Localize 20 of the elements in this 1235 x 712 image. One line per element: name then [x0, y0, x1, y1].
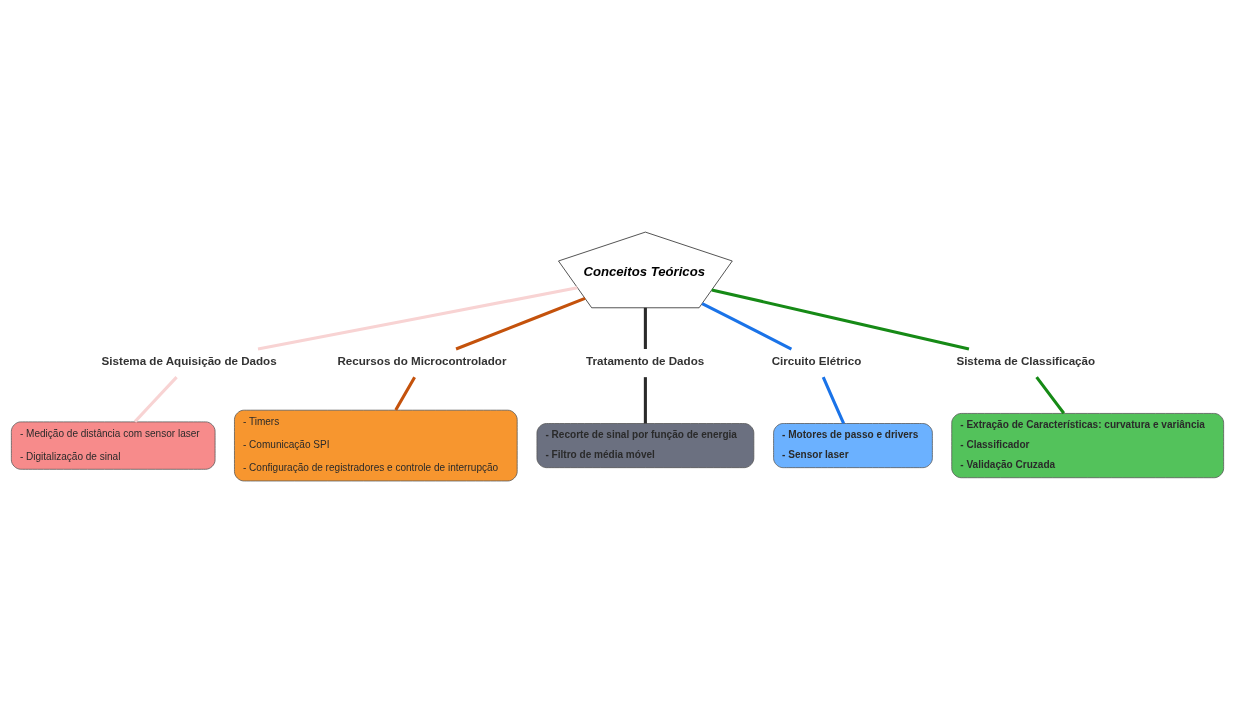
connector — [394, 375, 416, 411]
node-box: - Motores de passo e drivers - Sensor laser — [773, 422, 933, 468]
connector — [133, 375, 178, 423]
connector — [643, 307, 647, 349]
connector — [711, 287, 970, 351]
connector — [257, 285, 578, 351]
node-text: Circuito Elétrico — [771, 353, 862, 367]
connector — [701, 301, 793, 350]
node-box: - Recorte de sinal por função de energia - Filtro de média móvel — [536, 422, 755, 468]
connector — [643, 376, 647, 423]
connector — [821, 376, 845, 424]
node-box: - Medição de distância com sensor laser - Digitalização de sinal — [11, 421, 216, 470]
node-text: Sistema de Classificação — [956, 353, 1096, 367]
node-text: Sistema de Aquisição de Dados — [101, 353, 277, 367]
node-box: - Extração de Características: curvatura e variância - Classificador - Validação Cruzada — [951, 412, 1224, 478]
node-text: Tratamento de Dados — [586, 353, 705, 367]
node-text: Recursos do Microcontrolador — [337, 353, 507, 367]
node-box: - Timers - Comunicação SPI - Configuração de registradores e controle de interrupção — [234, 409, 518, 481]
connector — [1035, 375, 1066, 414]
connector — [455, 296, 586, 350]
